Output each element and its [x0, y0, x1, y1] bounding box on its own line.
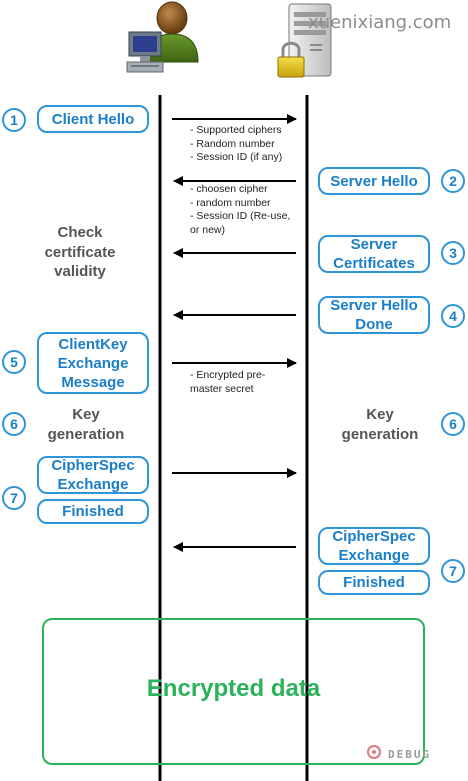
step-number-6-client: 6	[2, 412, 26, 436]
step-number-2: 2	[441, 169, 465, 193]
step-number-1: 1	[2, 108, 26, 132]
step-number-3: 3	[441, 241, 465, 265]
client-hello-note: - Supported ciphers - Random number - Se…	[190, 124, 283, 163]
client-hello-box: Client Hello	[37, 105, 149, 133]
server-hello-done-box: Server Hello Done	[318, 296, 430, 334]
step-number-6-server: 6	[441, 412, 465, 436]
debug-logo-text: DEBUG	[388, 748, 432, 761]
encrypted-data-box	[42, 618, 425, 765]
client-finished-box: Finished	[37, 499, 149, 524]
server-lock-icon	[277, 3, 332, 78]
encrypted-data-label: Encrypted data	[146, 675, 321, 702]
server-finished-box: Finished	[318, 570, 430, 595]
server-key-generation-label: Key generation	[341, 406, 419, 443]
client-key-exchange-box: ClientKey Exchange Message	[37, 332, 149, 394]
watermark-text: xuenixiang.com	[308, 12, 452, 33]
check-certificate-label: Check certificate validity	[44, 224, 116, 280]
server-hello-note: - choosen cipher - random number - Sessi…	[190, 183, 291, 236]
debug-logo-icon	[367, 745, 381, 759]
client-key-generation-label: Key generation	[47, 406, 125, 443]
client-cipherspec-box: CipherSpec Exchange	[37, 456, 149, 494]
server-hello-box: Server Hello	[318, 167, 430, 195]
step-number-4: 4	[441, 304, 465, 328]
step-number-7-server: 7	[441, 559, 465, 583]
step-number-5: 5	[2, 350, 26, 374]
server-certificates-box: Server Certificates	[318, 235, 430, 273]
server-cipherspec-box: CipherSpec Exchange	[318, 527, 430, 565]
key-exchange-note: - Encrypted pre- master secret	[190, 369, 266, 395]
client-user-icon	[126, 1, 199, 73]
step-number-7-client: 7	[2, 486, 26, 510]
